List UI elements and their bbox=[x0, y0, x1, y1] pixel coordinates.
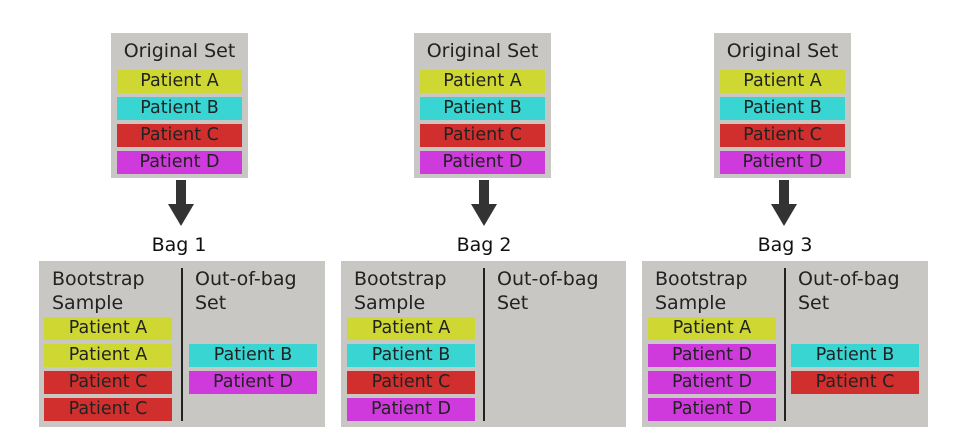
bootstrap-title-line2: Sample bbox=[52, 292, 124, 314]
oob-title-line1: Out-of-bag bbox=[195, 268, 297, 290]
down-arrow-icon bbox=[771, 180, 797, 226]
bag-2-panel: Bootstrap Sample Out-of-bag Set Patient … bbox=[341, 261, 626, 427]
original-set-title: Original Set bbox=[726, 40, 839, 62]
patient-a-chip: Patient A bbox=[117, 70, 242, 93]
bag-3-label: Bag 3 bbox=[757, 234, 813, 256]
bootstrap-patient-chip: Patient A bbox=[648, 317, 776, 340]
bag-3-panel: Bootstrap Sample Out-of-bag Set Patient … bbox=[642, 261, 928, 427]
bootstrap-patient-chip: Patient A bbox=[44, 344, 172, 367]
patient-d-chip: Patient D bbox=[117, 151, 242, 174]
oob-title-line1: Out-of-bag bbox=[497, 268, 599, 290]
bootstrap-patient-chip: Patient C bbox=[44, 398, 172, 421]
original-set-panel-1: Original Set Patient A Patient B Patient… bbox=[111, 33, 248, 178]
bag-1-panel: Bootstrap Sample Out-of-bag Set Patient … bbox=[39, 261, 325, 427]
patient-d-chip: Patient D bbox=[420, 151, 545, 174]
patient-b-chip: Patient B bbox=[720, 97, 845, 120]
out-of-bag-title: Out-of-bag Set bbox=[798, 267, 900, 315]
bootstrap-sample-title: Bootstrap Sample bbox=[655, 267, 748, 315]
patient-c-chip: Patient C bbox=[117, 124, 242, 147]
bootstrap-patient-chip: Patient A bbox=[44, 317, 172, 340]
original-set-title: Original Set bbox=[123, 40, 236, 62]
bootstrap-sample-title: Bootstrap Sample bbox=[52, 267, 145, 315]
oob-patient-chip: Patient C bbox=[791, 371, 919, 394]
oob-patient-chip: Patient B bbox=[189, 344, 317, 367]
patient-c-chip: Patient C bbox=[720, 124, 845, 147]
down-arrow-icon bbox=[168, 180, 194, 226]
bootstrap-patient-chip: Patient D bbox=[648, 371, 776, 394]
oob-title-line2: Set bbox=[497, 292, 529, 314]
original-set-title: Original Set bbox=[426, 40, 539, 62]
panel-divider bbox=[181, 268, 183, 421]
oob-patient-chip: Patient D bbox=[189, 371, 317, 394]
oob-title-line1: Out-of-bag bbox=[798, 268, 900, 290]
bootstrap-title-line1: Bootstrap bbox=[655, 268, 748, 290]
bootstrap-patient-chip: Patient D bbox=[648, 344, 776, 367]
out-of-bag-title: Out-of-bag Set bbox=[497, 267, 599, 315]
out-of-bag-title: Out-of-bag Set bbox=[195, 267, 297, 315]
down-arrow-icon bbox=[471, 180, 497, 226]
bag-2-label: Bag 2 bbox=[456, 234, 512, 256]
panel-divider bbox=[784, 268, 786, 421]
original-set-panel-2: Original Set Patient A Patient B Patient… bbox=[414, 33, 551, 178]
bootstrap-title-line2: Sample bbox=[655, 292, 727, 314]
original-set-panel-3: Original Set Patient A Patient B Patient… bbox=[714, 33, 851, 178]
panel-divider bbox=[483, 268, 485, 421]
patient-b-chip: Patient B bbox=[117, 97, 242, 120]
bootstrap-patient-chip: Patient D bbox=[648, 398, 776, 421]
oob-title-line2: Set bbox=[798, 292, 830, 314]
bootstrap-patient-chip: Patient D bbox=[347, 398, 475, 421]
patient-c-chip: Patient C bbox=[420, 124, 545, 147]
bootstrap-sample-title: Bootstrap Sample bbox=[354, 267, 447, 315]
oob-patient-chip: Patient B bbox=[791, 344, 919, 367]
bootstrap-title-line1: Bootstrap bbox=[52, 268, 145, 290]
patient-a-chip: Patient A bbox=[720, 70, 845, 93]
bag-1-label: Bag 1 bbox=[151, 234, 207, 256]
patient-b-chip: Patient B bbox=[420, 97, 545, 120]
bootstrap-patient-chip: Patient B bbox=[347, 344, 475, 367]
oob-title-line2: Set bbox=[195, 292, 227, 314]
bootstrap-patient-chip: Patient C bbox=[347, 371, 475, 394]
patient-d-chip: Patient D bbox=[720, 151, 845, 174]
bootstrap-patient-chip: Patient C bbox=[44, 371, 172, 394]
bootstrap-title-line2: Sample bbox=[354, 292, 426, 314]
bootstrap-title-line1: Bootstrap bbox=[354, 268, 447, 290]
patient-a-chip: Patient A bbox=[420, 70, 545, 93]
bootstrap-patient-chip: Patient A bbox=[347, 317, 475, 340]
